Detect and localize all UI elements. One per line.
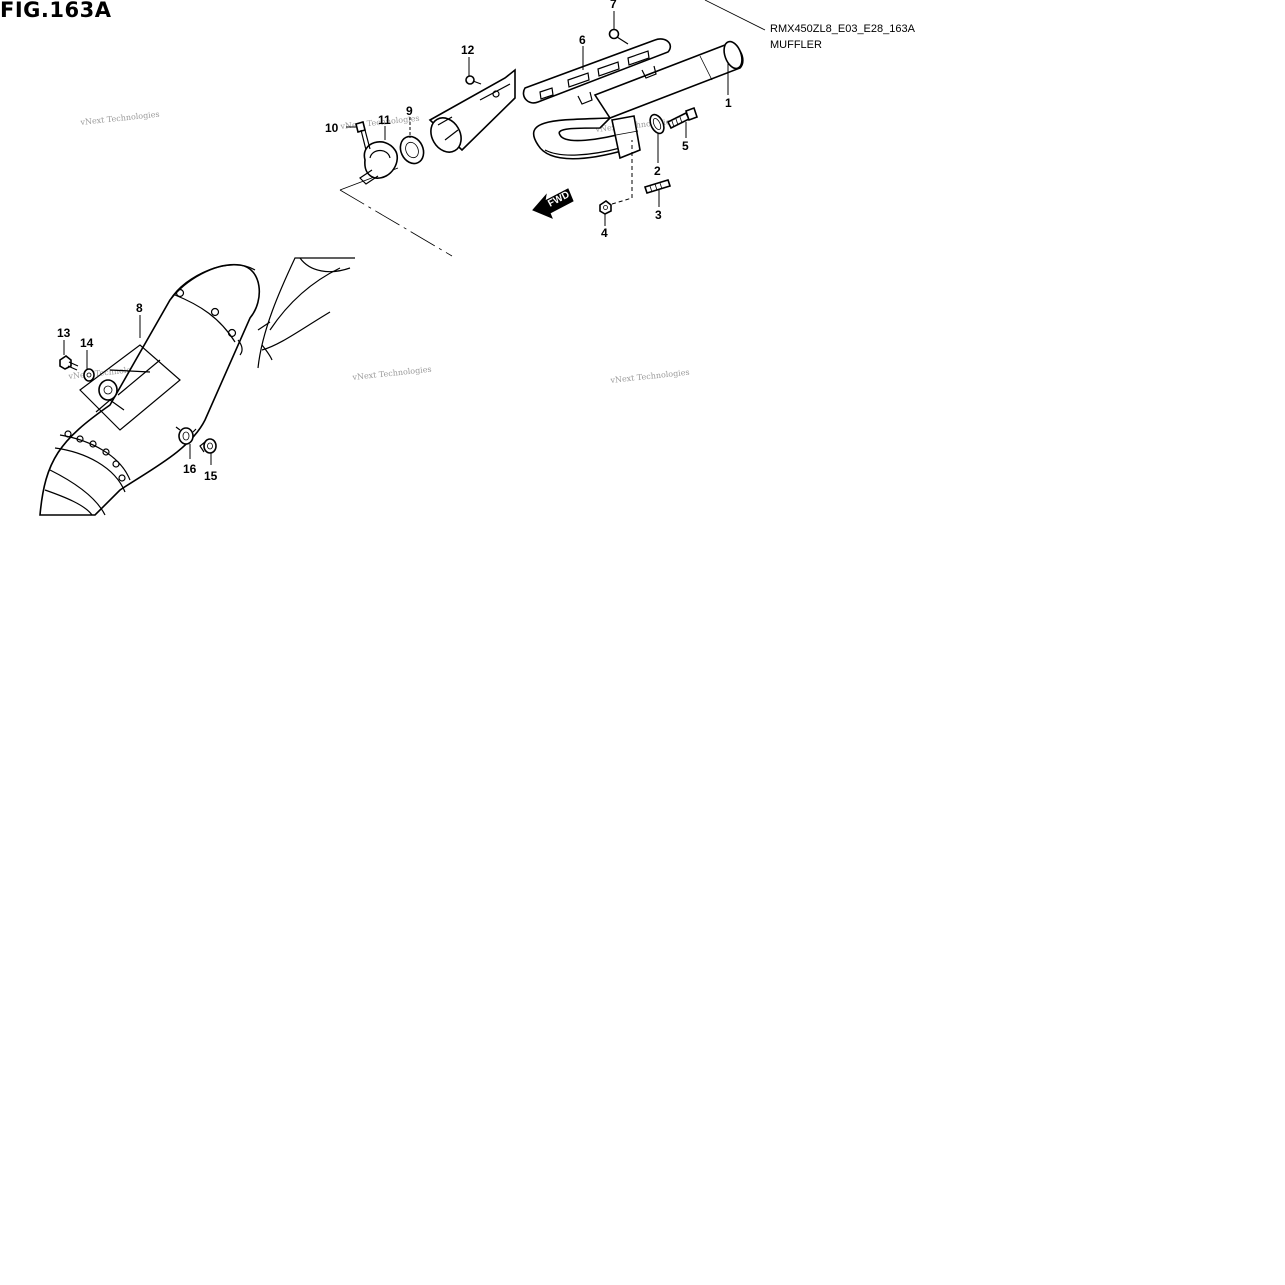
section-name: MUFFLER: [770, 39, 822, 51]
exhaust-pipe-part: [532, 40, 744, 160]
callout-8: 8: [136, 301, 143, 315]
callout-11: 11: [378, 113, 391, 127]
bolt-part-13: [59, 355, 79, 371]
callout-12: 12: [461, 43, 475, 57]
callout-10: 10: [325, 121, 339, 135]
callout-labels: 7 6 1 2 5 3 4 12 9 11 10 8 13 14 16 15: [57, 0, 732, 483]
heat-shield-part: [522, 38, 672, 105]
callout-6: 6: [579, 33, 586, 47]
clamp-part-11: [359, 141, 399, 185]
bolt-part-12: [465, 75, 482, 85]
callout-13: 13: [57, 326, 71, 340]
connector-pipe: [428, 68, 516, 153]
callout-15: 15: [204, 469, 218, 483]
callout-9: 9: [406, 104, 413, 118]
washer-part-14: [83, 368, 95, 382]
forward-direction-arrow: FWD: [532, 188, 574, 219]
collar-part-15: [199, 438, 217, 454]
callout-14: 14: [80, 336, 94, 350]
stud-part-3: [643, 179, 672, 194]
nut-part-4: [599, 140, 633, 215]
gasket-part-2: [649, 113, 665, 135]
callout-5: 5: [682, 139, 689, 153]
callout-16: 16: [183, 462, 197, 476]
frame-outline: [257, 257, 355, 369]
figure-reference-code: RMX450ZL8_E03_E28_163A: [770, 23, 915, 35]
stud-bolt-part-5: [666, 106, 699, 130]
callout-2: 2: [654, 164, 661, 178]
grommet-part-16: [175, 426, 197, 445]
callout-3: 3: [655, 208, 662, 222]
joint-ring-part-9: [399, 135, 425, 165]
bolt-part-10: [355, 121, 371, 151]
callout-1: 1: [725, 96, 732, 110]
leader-lines: [63, 11, 729, 465]
callout-7: 7: [610, 0, 617, 11]
silencer-part-8: [39, 263, 261, 516]
callout-4: 4: [601, 226, 608, 240]
figure-title: FIG.163A: [0, 0, 112, 22]
bolt-part-7: [608, 28, 629, 45]
